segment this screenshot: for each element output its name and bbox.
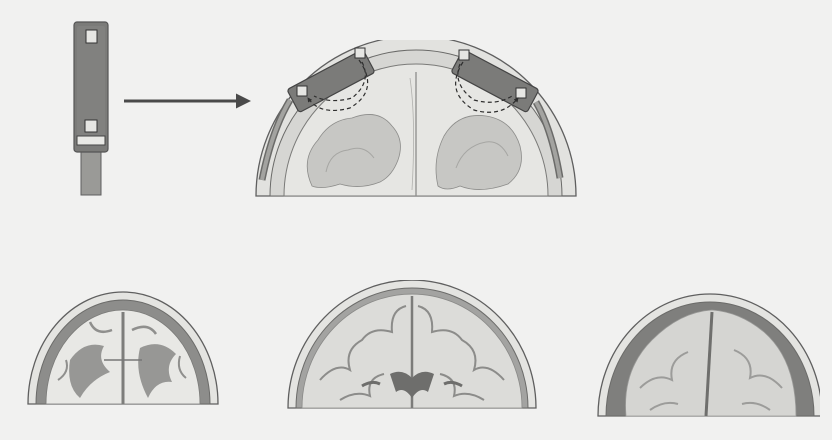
thick-csf-brain-cross-section	[598, 294, 822, 416]
nirs-sensor-strip-icon	[74, 22, 108, 195]
normal-brain-cross-section	[288, 280, 536, 408]
head-cross-section-with-sensors	[256, 36, 576, 196]
atrophic-brain-cross-section	[28, 292, 218, 404]
